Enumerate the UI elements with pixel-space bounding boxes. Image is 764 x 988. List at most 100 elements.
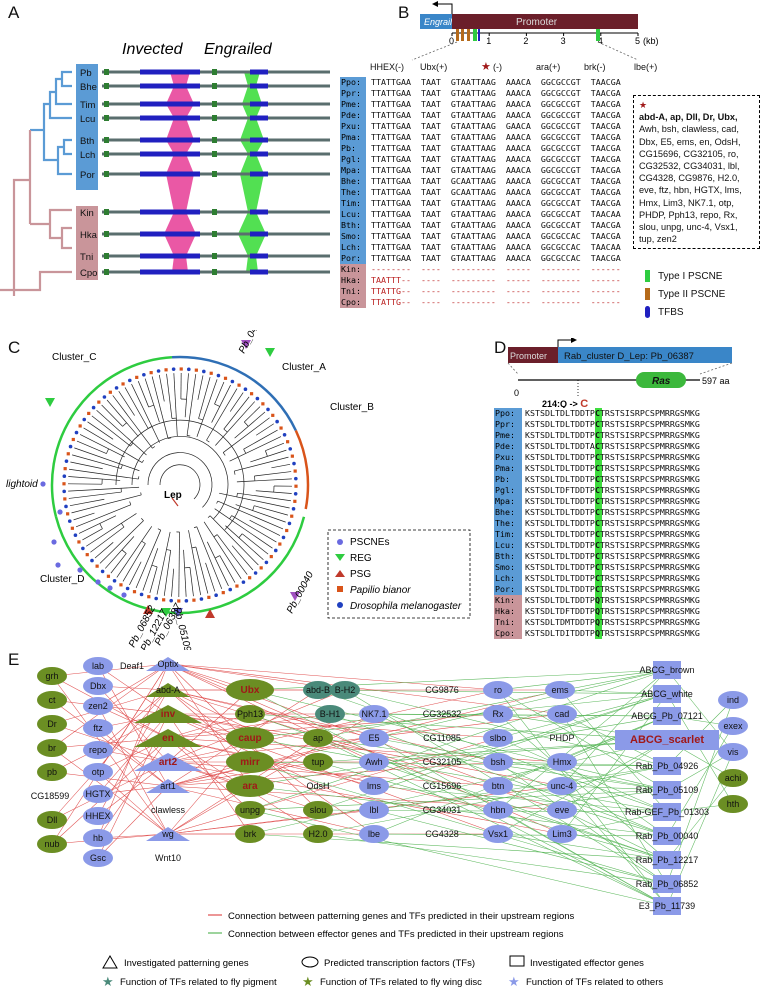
node-repo: repo [83, 741, 113, 759]
papilio-tip [119, 583, 123, 587]
node-label: lbe [368, 829, 380, 839]
green-edge [561, 713, 668, 767]
engrailed-title: Engrailed [204, 41, 273, 58]
papilio-tip [259, 566, 263, 570]
sequence-pre: KSTSDLTDFTDDTP [525, 606, 595, 616]
gene-rows [102, 69, 330, 275]
papilio-tip [66, 512, 70, 516]
sequence-post: TRSTSISRPCSPMRRGSMKG [599, 617, 700, 627]
kb-tick: 5 [635, 36, 640, 46]
tree-branch [75, 504, 131, 528]
alignment-row: Pgl:TTATTGAA TAAT GTAATTAAG AAACA GGCGCC… [341, 154, 621, 165]
node-label: clawless [151, 805, 186, 815]
tree-branch [83, 427, 143, 463]
tree-branch [87, 421, 114, 440]
tree-inner-arc [159, 464, 201, 500]
type2-pscne-1 [456, 29, 459, 41]
papilio-tip [149, 371, 153, 375]
node-hbn: hbn [483, 801, 513, 819]
node-label: nub [44, 839, 59, 849]
papilio-tip [278, 542, 282, 546]
drosophila-tip [81, 546, 85, 551]
tree-branch [255, 423, 274, 436]
sequence: TTATTGAA TAAT GTAATTAAG AAACA GGCGCCGT T… [371, 154, 621, 164]
exon [140, 101, 200, 107]
residue-214: C [594, 408, 600, 418]
red-edge [97, 689, 169, 751]
residue-214: C [594, 529, 600, 539]
exon [250, 69, 268, 75]
node-label: mirr [240, 757, 260, 768]
kb-tick: 1 [486, 36, 491, 46]
site-hhex: HHEX(-) [370, 62, 404, 72]
tree-branch [72, 454, 122, 469]
cluster-a-label: Cluster_A [282, 362, 326, 373]
tree-branch [144, 378, 160, 423]
d-promoter-label: Promoter [510, 351, 547, 361]
species-tag: Hka: [341, 275, 361, 285]
tree-branch [189, 567, 194, 597]
tree-branch [203, 521, 242, 579]
panel-label-d: D [494, 338, 507, 357]
residue-214: Q [594, 595, 600, 605]
drosophila-tip [125, 586, 130, 591]
red-edge [167, 689, 346, 763]
green-edge [249, 689, 668, 907]
node-deaf1: Deaf1 [120, 661, 144, 671]
node-label: art1 [160, 781, 176, 791]
node-label: Rab_Pb_12217 [636, 855, 699, 865]
tree-arc [233, 470, 236, 475]
node-label: Lim3 [552, 829, 572, 839]
sequence-pre: KSTSDLTDLTDDTP [525, 463, 595, 473]
papilio-tip [62, 482, 66, 486]
papilio-tip [285, 528, 289, 533]
protein-row: The:KSTSDLTDLTDDTPCTRSTSISRPCSPMRRGSMKG [495, 518, 700, 529]
sequence-post: TRSTSISRPCSPMRRGSMKG [599, 463, 700, 473]
node-hmx: Hmx [547, 753, 577, 771]
tf-list-line: tup, zen2 [639, 234, 677, 245]
species-lch: Lch [80, 150, 95, 161]
d-highlight-column [595, 408, 602, 639]
node-ems: ems [545, 681, 575, 699]
sequence-pre: KSTSDLTDITDDTP [525, 628, 595, 638]
site-star: (-) [493, 62, 502, 72]
node-eve: eve [547, 801, 577, 819]
marker [104, 253, 109, 259]
tree-arc [222, 452, 226, 456]
legend-type1: Type I PSCNE [658, 271, 723, 282]
red-edge [51, 699, 169, 787]
gene-lep: Lep [164, 490, 182, 501]
node-cg18599: CG18599 [31, 791, 70, 801]
drosophila-tip [287, 521, 292, 526]
node-inv: inv [134, 705, 202, 723]
tree-branch [106, 399, 139, 437]
species-tag: Por: [341, 253, 361, 263]
node-label: ABCG_brown [639, 665, 694, 675]
node-label: Dbx [90, 681, 107, 691]
species-tag: Ppo: [341, 77, 361, 87]
reg-marker [265, 348, 275, 357]
tree-branch [70, 461, 103, 470]
species-tag: Lcu: [495, 540, 515, 550]
green-edge [373, 785, 668, 813]
node-abcg-scarlet: ABCG_scarlet [615, 730, 719, 750]
sequence-pre: KSTSDLTDLTDDTP [525, 529, 595, 539]
marker [104, 151, 109, 157]
tree-arc [191, 546, 197, 549]
papilio-tip [71, 437, 75, 442]
papilio-tip [135, 375, 139, 379]
green-edge [497, 785, 668, 837]
exon [140, 115, 200, 121]
papilio-tip [192, 598, 196, 602]
marker [104, 171, 109, 177]
node-vis: vis [718, 743, 748, 761]
sequence: -------- ---- --------- ----- -------- -… [371, 264, 621, 274]
tree-arc [216, 500, 219, 504]
tree-arc [252, 505, 255, 511]
sequence: TTATTGAA TAAT GTAATTAAG AAACA GGCGCCGT T… [371, 110, 621, 120]
node-abd-b: abd-B [303, 681, 333, 699]
alignment-row: Pb:TTATTGAA TAAT GTAATTAAG AAACA GGCGCCG… [341, 143, 621, 154]
legend-wing: Function of TFs related to fly wing disc [320, 977, 482, 988]
papilio-tip [261, 402, 265, 406]
sequence: TTATTG-- ---- --------- ----- -------- -… [371, 297, 621, 307]
